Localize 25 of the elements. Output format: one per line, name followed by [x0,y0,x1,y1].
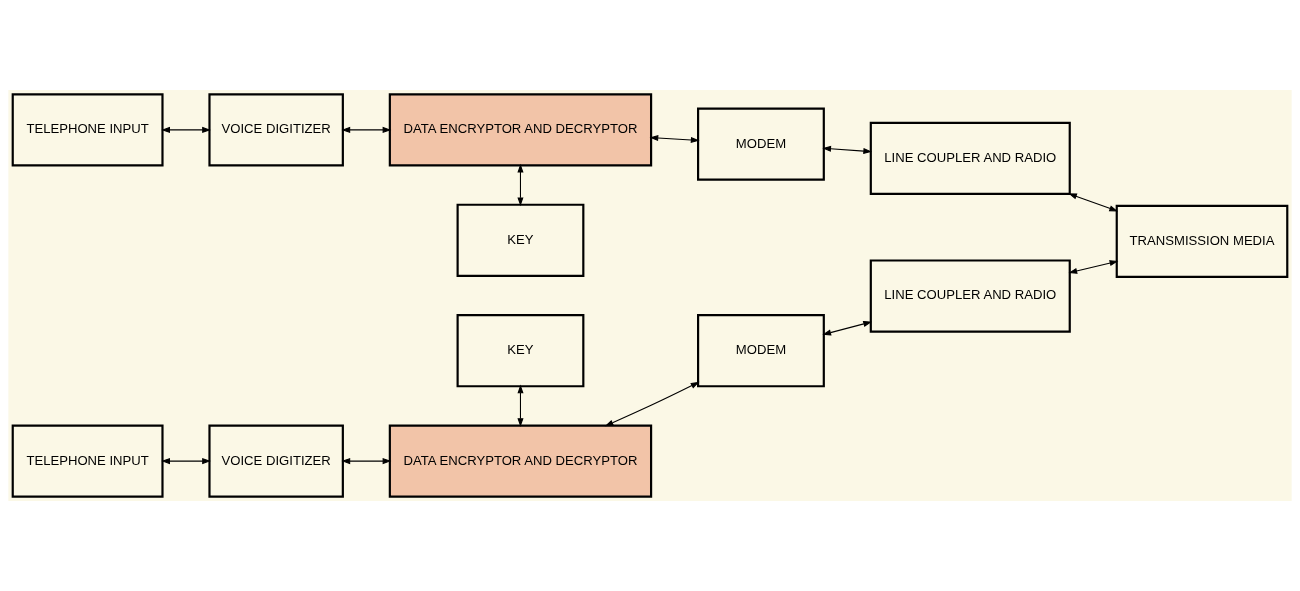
node-box: VOICE DIGITIZER [208,424,344,498]
arrow [341,126,392,133]
node-box: LINE COUPLER AND RADIO [869,259,1071,333]
arrow [341,458,392,465]
arrow [604,381,700,427]
node-box: MODEM [697,314,825,388]
arrow [1068,260,1119,274]
arrow [517,384,524,427]
arrow [1068,193,1119,212]
node-box: TRANSMISSION MEDIA [1115,204,1289,278]
node-box: TELEPHONE INPUT [11,93,164,167]
node-box: DATA ENCRYPTOR AND DECRYPTOR [388,93,653,167]
node-box: TELEPHONE INPUT [11,424,164,498]
arrow [822,320,872,336]
arrow [649,135,700,144]
node-box: DATA ENCRYPTOR AND DECRYPTOR [388,424,653,498]
node-box: VOICE DIGITIZER [208,93,344,167]
arrow [822,145,873,155]
node-box: LINE COUPLER AND RADIO [869,121,1071,195]
node-box: MODEM [697,107,825,181]
arrow [517,163,524,207]
node-box: KEY [456,203,585,277]
arrow [161,126,211,133]
arrow [161,458,211,465]
node-box: KEY [456,314,585,388]
